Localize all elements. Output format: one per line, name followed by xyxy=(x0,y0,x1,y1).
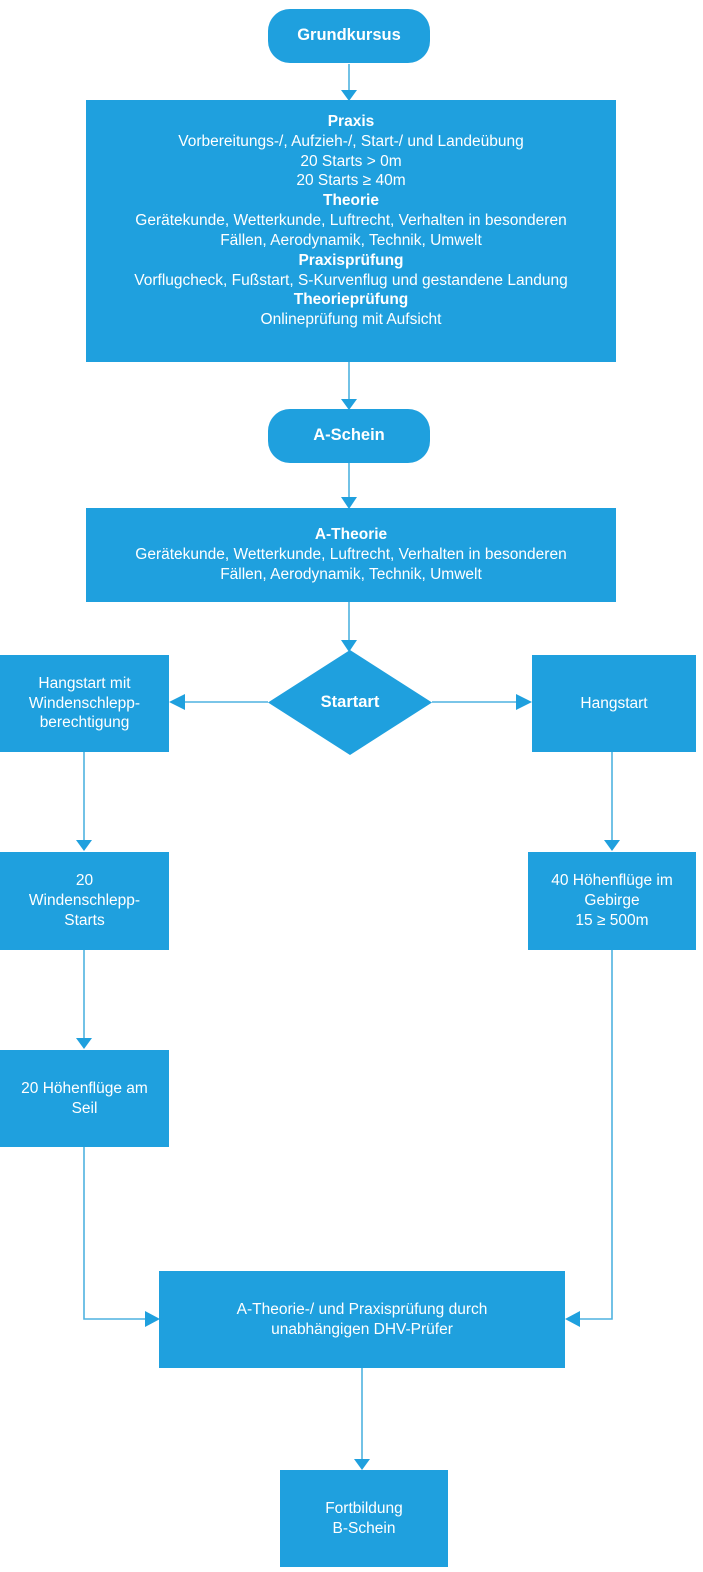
arrowhead-aschein xyxy=(341,399,357,410)
node-winden-starts[interactable]: 20 Windenschlepp- Starts xyxy=(0,852,169,950)
node-hoehenfluege-seil[interactable]: 20 Höhenflüge am Seil xyxy=(0,1050,169,1147)
node-hangstart-winde-line-2: berechtigung xyxy=(39,714,130,732)
arrowhead-pruefung-right xyxy=(565,1311,580,1327)
node-kursinhalt-line-10: Onlineprüfung mit Aufsicht xyxy=(260,311,442,329)
node-kursinhalt-line-4: Theorie xyxy=(323,192,379,210)
node-pruefung-lines: A-Theorie-/ und Praxisprüfung durch unab… xyxy=(165,1300,559,1340)
node-pruefung-line-0: A-Theorie-/ und Praxisprüfung durch xyxy=(236,1300,488,1318)
node-hangstart-winde-lines: Hangstart mit Windenschlepp- berechtigun… xyxy=(6,674,163,733)
node-kursinhalt-line-1: Vorbereitungs-/, Aufzieh-/, Start-/ und … xyxy=(178,132,524,150)
node-kursinhalt[interactable]: Praxis Vorbereitungs-/, Aufzieh-/, Start… xyxy=(86,100,616,362)
node-a-schein-label: A-Schein xyxy=(313,426,385,445)
node-fortbildung-line-1: B-Schein xyxy=(332,1519,396,1537)
arrowhead-atheorie xyxy=(341,497,357,509)
node-winden-starts-line-2: Starts xyxy=(64,911,105,929)
node-fortbildung-line-0: Fortbildung xyxy=(325,1499,403,1517)
node-pruefung[interactable]: A-Theorie-/ und Praxisprüfung durch unab… xyxy=(159,1271,565,1368)
arrowhead-startart xyxy=(341,640,357,652)
node-a-theorie-lines: A-Theorie Gerätekunde, Wetterkunde, Luft… xyxy=(92,525,610,584)
node-pruefung-line-1: unabhängigen DHV-Prüfer xyxy=(271,1320,453,1338)
node-hoehenfluege-seil-line-1: Seil xyxy=(71,1099,98,1117)
node-grundkursus-label: Grundkursus xyxy=(297,26,401,45)
node-startart-label: Startart xyxy=(320,693,380,711)
node-hangstart-lines: Hangstart xyxy=(538,694,690,714)
arrowhead-kursinhalt xyxy=(341,90,357,101)
node-a-schein[interactable]: A-Schein xyxy=(268,409,430,463)
node-startart[interactable]: Startart xyxy=(268,650,432,755)
node-kursinhalt-line-6: Fällen, Aerodynamik, Technik, Umwelt xyxy=(220,231,482,249)
node-a-theorie-line-2: Fällen, Aerodynamik, Technik, Umwelt xyxy=(220,565,482,583)
node-hangstart-winde-line-0: Hangstart mit xyxy=(38,674,131,692)
node-hoehenfluege-gebirge-line-0: 40 Höhenflüge im xyxy=(551,872,673,890)
node-fortbildung-lines: Fortbildung B-Schein xyxy=(286,1499,442,1539)
node-hoehenfluege-seil-line-0: 20 Höhenflüge am xyxy=(21,1079,148,1097)
node-kursinhalt-line-9: Theorieprüfung xyxy=(293,291,409,309)
node-kursinhalt-lines: Praxis Vorbereitungs-/, Aufzieh-/, Start… xyxy=(92,112,610,330)
node-a-theorie[interactable]: A-Theorie Gerätekunde, Wetterkunde, Luft… xyxy=(86,508,616,602)
arrowhead-seil xyxy=(76,1038,92,1049)
arrowhead-fortbildung xyxy=(354,1459,370,1470)
node-hoehenfluege-gebirge-line-1: Gebirge xyxy=(584,892,640,910)
node-hangstart-winde[interactable]: Hangstart mit Windenschlepp- berechtigun… xyxy=(0,655,169,752)
arrowhead-hoehenfluege xyxy=(604,840,620,851)
node-hangstart[interactable]: Hangstart xyxy=(532,655,696,752)
node-kursinhalt-line-3: 20 Starts ≥ 40m xyxy=(296,172,406,190)
arrowhead-hangstart xyxy=(516,694,532,710)
node-a-theorie-line-1: Gerätekunde, Wetterkunde, Luftrecht, Ver… xyxy=(135,546,567,564)
edge-gebirge-to-pruefung xyxy=(580,950,613,1320)
node-winden-starts-lines: 20 Windenschlepp- Starts xyxy=(6,871,163,930)
node-winden-starts-line-1: Windenschlepp- xyxy=(28,892,141,910)
edge-seil-to-pruefung xyxy=(83,1147,145,1320)
node-kursinhalt-line-8: Vorflugcheck, Fußstart, S-Kurvenflug und… xyxy=(134,271,568,289)
arrowhead-pruefung-left xyxy=(145,1311,160,1327)
node-a-theorie-line-0: A-Theorie xyxy=(314,526,388,544)
node-hoehenfluege-seil-lines: 20 Höhenflüge am Seil xyxy=(6,1079,163,1119)
node-winden-starts-line-0: 20 xyxy=(75,872,94,890)
arrowhead-windenstarts xyxy=(76,840,92,851)
node-fortbildung[interactable]: Fortbildung B-Schein xyxy=(280,1470,448,1567)
node-hangstart-winde-line-1: Windenschlepp- xyxy=(28,694,141,712)
node-kursinhalt-line-7: Praxisprüfung xyxy=(298,251,404,269)
node-kursinhalt-line-0: Praxis xyxy=(327,113,375,130)
node-kursinhalt-line-5: Gerätekunde, Wetterkunde, Luftrecht, Ver… xyxy=(135,212,567,230)
node-kursinhalt-line-2: 20 Starts > 0m xyxy=(300,152,402,170)
node-hoehenfluege-gebirge-line-2: 15 ≥ 500m xyxy=(575,911,649,929)
node-hoehenfluege-gebirge[interactable]: 40 Höhenflüge im Gebirge 15 ≥ 500m xyxy=(528,852,696,950)
node-hoehenfluege-gebirge-lines: 40 Höhenflüge im Gebirge 15 ≥ 500m xyxy=(534,871,690,930)
arrowhead-hangstart-winde xyxy=(169,694,185,710)
node-hangstart-line-0: Hangstart xyxy=(580,694,648,712)
node-grundkursus[interactable]: Grundkursus xyxy=(268,9,430,63)
